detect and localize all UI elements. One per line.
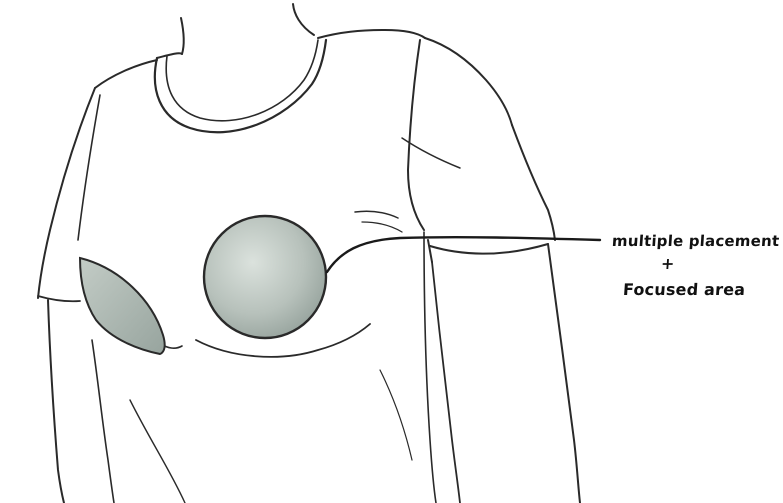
right-underarm (424, 232, 436, 503)
left-sleeve-hem (38, 296, 80, 301)
collar-top-right (318, 30, 425, 38)
right-shoulder (425, 38, 512, 125)
collar-inner (166, 40, 318, 121)
focused-area-circle (204, 216, 326, 338)
lower-fold-2 (380, 370, 412, 460)
right-sleeve-fold (402, 138, 460, 168)
left-side-body (48, 300, 64, 503)
annotation-line1: multiple placement (611, 232, 780, 250)
lower-fold (130, 400, 185, 503)
neck-right-line (293, 4, 314, 35)
right-sleeve-outer (512, 125, 555, 240)
right-sleeve-hem (430, 244, 548, 254)
leader-line (327, 237, 600, 272)
left-shaded-area (80, 258, 165, 354)
left-torso-inner (92, 340, 114, 503)
right-torso-inner (432, 262, 460, 503)
collar-top-left (157, 53, 182, 58)
chest-fold-2 (362, 222, 402, 232)
annotation-plus: + (660, 254, 675, 273)
right-cuff (428, 240, 432, 262)
right-armhole (408, 40, 424, 230)
left-armhole (78, 95, 100, 240)
annotation-line2: Focused area (622, 280, 746, 299)
neck-left-line (181, 18, 184, 54)
chest-fold-1 (355, 211, 398, 218)
left-shoulder (95, 60, 157, 88)
right-side-body (548, 244, 580, 503)
